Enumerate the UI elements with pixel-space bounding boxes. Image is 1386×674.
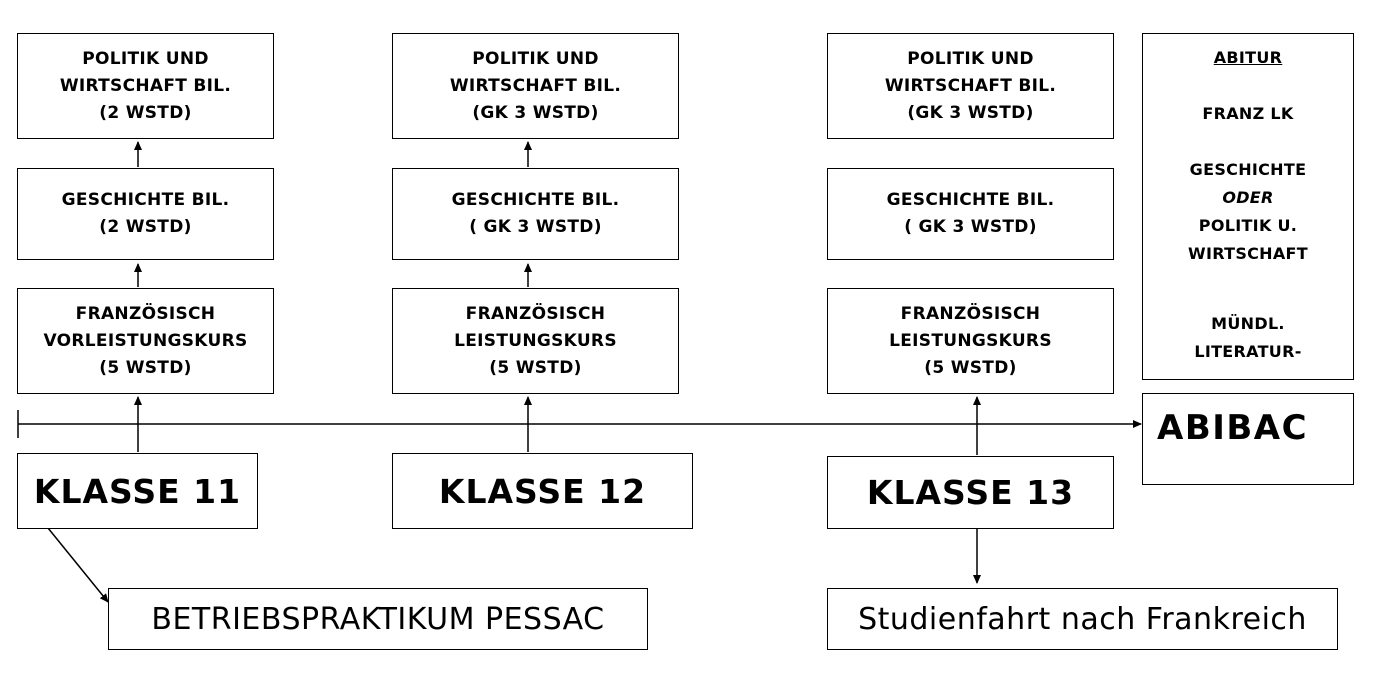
politik-box-k13: POLITIK UND WIRTSCHAFT BIL. (GK 3 WSTD)	[827, 33, 1114, 139]
franzoesisch-box-k12: FRANZÖSISCH LEISTUNGSKURS (5 WSTD)	[392, 288, 679, 394]
politik-line: WIRTSCHAFT BIL.	[884, 75, 1057, 96]
klasse-label: KLASSE 11	[33, 471, 242, 511]
abitur-line: GESCHICHTE	[1189, 160, 1307, 179]
studienfahrt-label: Studienfahrt nach Frankreich	[858, 601, 1307, 637]
politik-line: POLITIK UND	[907, 48, 1034, 69]
geschichte-line: GESCHICHTE BIL.	[886, 190, 1055, 210]
betriebspraktikum-label: BETRIEBSPRAKTIKUM PESSAC	[151, 601, 605, 637]
klasse-label: KLASSE 12	[438, 471, 647, 511]
abitur-line: POLITIK U.	[1198, 216, 1298, 235]
franzoesisch-line: LEISTUNGSKURS	[889, 330, 1052, 351]
geschichte-box-k12: GESCHICHTE BIL. ( GK 3 WSTD)	[392, 168, 679, 260]
politik-line: POLITIK UND	[472, 48, 599, 69]
politik-box-k11: POLITIK UND WIRTSCHAFT BIL. (2 WSTD)	[17, 33, 274, 139]
betriebspraktikum-box: BETRIEBSPRAKTIKUM PESSAC	[108, 588, 648, 650]
studienfahrt-box: Studienfahrt nach Frankreich	[827, 588, 1338, 650]
franzoesisch-line: VORLEISTUNGSKURS	[43, 330, 248, 351]
klasse-13-box: KLASSE 13	[827, 456, 1114, 529]
franzoesisch-line: (5 WSTD)	[924, 357, 1017, 378]
politik-line: (GK 3 WSTD)	[907, 102, 1034, 123]
klasse-label: KLASSE 13	[866, 473, 1075, 512]
politik-line: POLITIK UND	[82, 48, 209, 69]
geschichte-line: GESCHICHTE BIL.	[61, 190, 230, 210]
politik-line: (2 WSTD)	[99, 102, 192, 123]
geschichte-box-k13: GESCHICHTE BIL. ( GK 3 WSTD)	[827, 168, 1114, 260]
franzoesisch-line: FRANZÖSISCH	[900, 303, 1041, 324]
arrow-k11-to-betrieb	[47, 527, 109, 603]
politik-line: WIRTSCHAFT BIL.	[59, 75, 232, 96]
franzoesisch-line: (5 WSTD)	[489, 357, 582, 378]
franzoesisch-box-k13: FRANZÖSISCH LEISTUNGSKURS (5 WSTD)	[827, 288, 1114, 394]
franzoesisch-line: LEISTUNGSKURS	[454, 330, 617, 351]
politik-box-k12: POLITIK UND WIRTSCHAFT BIL. (GK 3 WSTD)	[392, 33, 679, 139]
abitur-line: LITERATUR-	[1194, 342, 1302, 361]
klasse-12-box: KLASSE 12	[392, 453, 693, 529]
abitur-box: ABITUR FRANZ LK GESCHICHTE ODER POLITIK …	[1142, 33, 1354, 380]
franzoesisch-line: FRANZÖSISCH	[75, 303, 216, 324]
abitur-line: MÜNDL.	[1211, 314, 1285, 333]
klasse-11-box: KLASSE 11	[17, 453, 258, 529]
geschichte-line: GESCHICHTE BIL.	[451, 190, 620, 210]
geschichte-box-k11: GESCHICHTE BIL. (2 WSTD)	[17, 168, 274, 260]
abitur-line-oder: ODER	[1222, 188, 1274, 207]
abitur-heading: ABITUR	[1213, 48, 1283, 67]
abitur-line: WIRTSCHAFT	[1188, 244, 1308, 263]
geschichte-line: ( GK 3 WSTD)	[469, 217, 602, 237]
politik-line: WIRTSCHAFT BIL.	[449, 75, 622, 96]
abibac-box: ABIBAC	[1142, 393, 1354, 485]
politik-line: (GK 3 WSTD)	[472, 102, 599, 123]
franzoesisch-line: FRANZÖSISCH	[465, 303, 606, 324]
geschichte-line: ( GK 3 WSTD)	[904, 217, 1037, 237]
franzoesisch-box-k11: FRANZÖSISCH VORLEISTUNGSKURS (5 WSTD)	[17, 288, 274, 394]
geschichte-line: (2 WSTD)	[99, 217, 192, 237]
franzoesisch-line: (5 WSTD)	[99, 357, 192, 378]
abitur-line: FRANZ LK	[1202, 104, 1294, 123]
abibac-label: ABIBAC	[1157, 408, 1309, 448]
